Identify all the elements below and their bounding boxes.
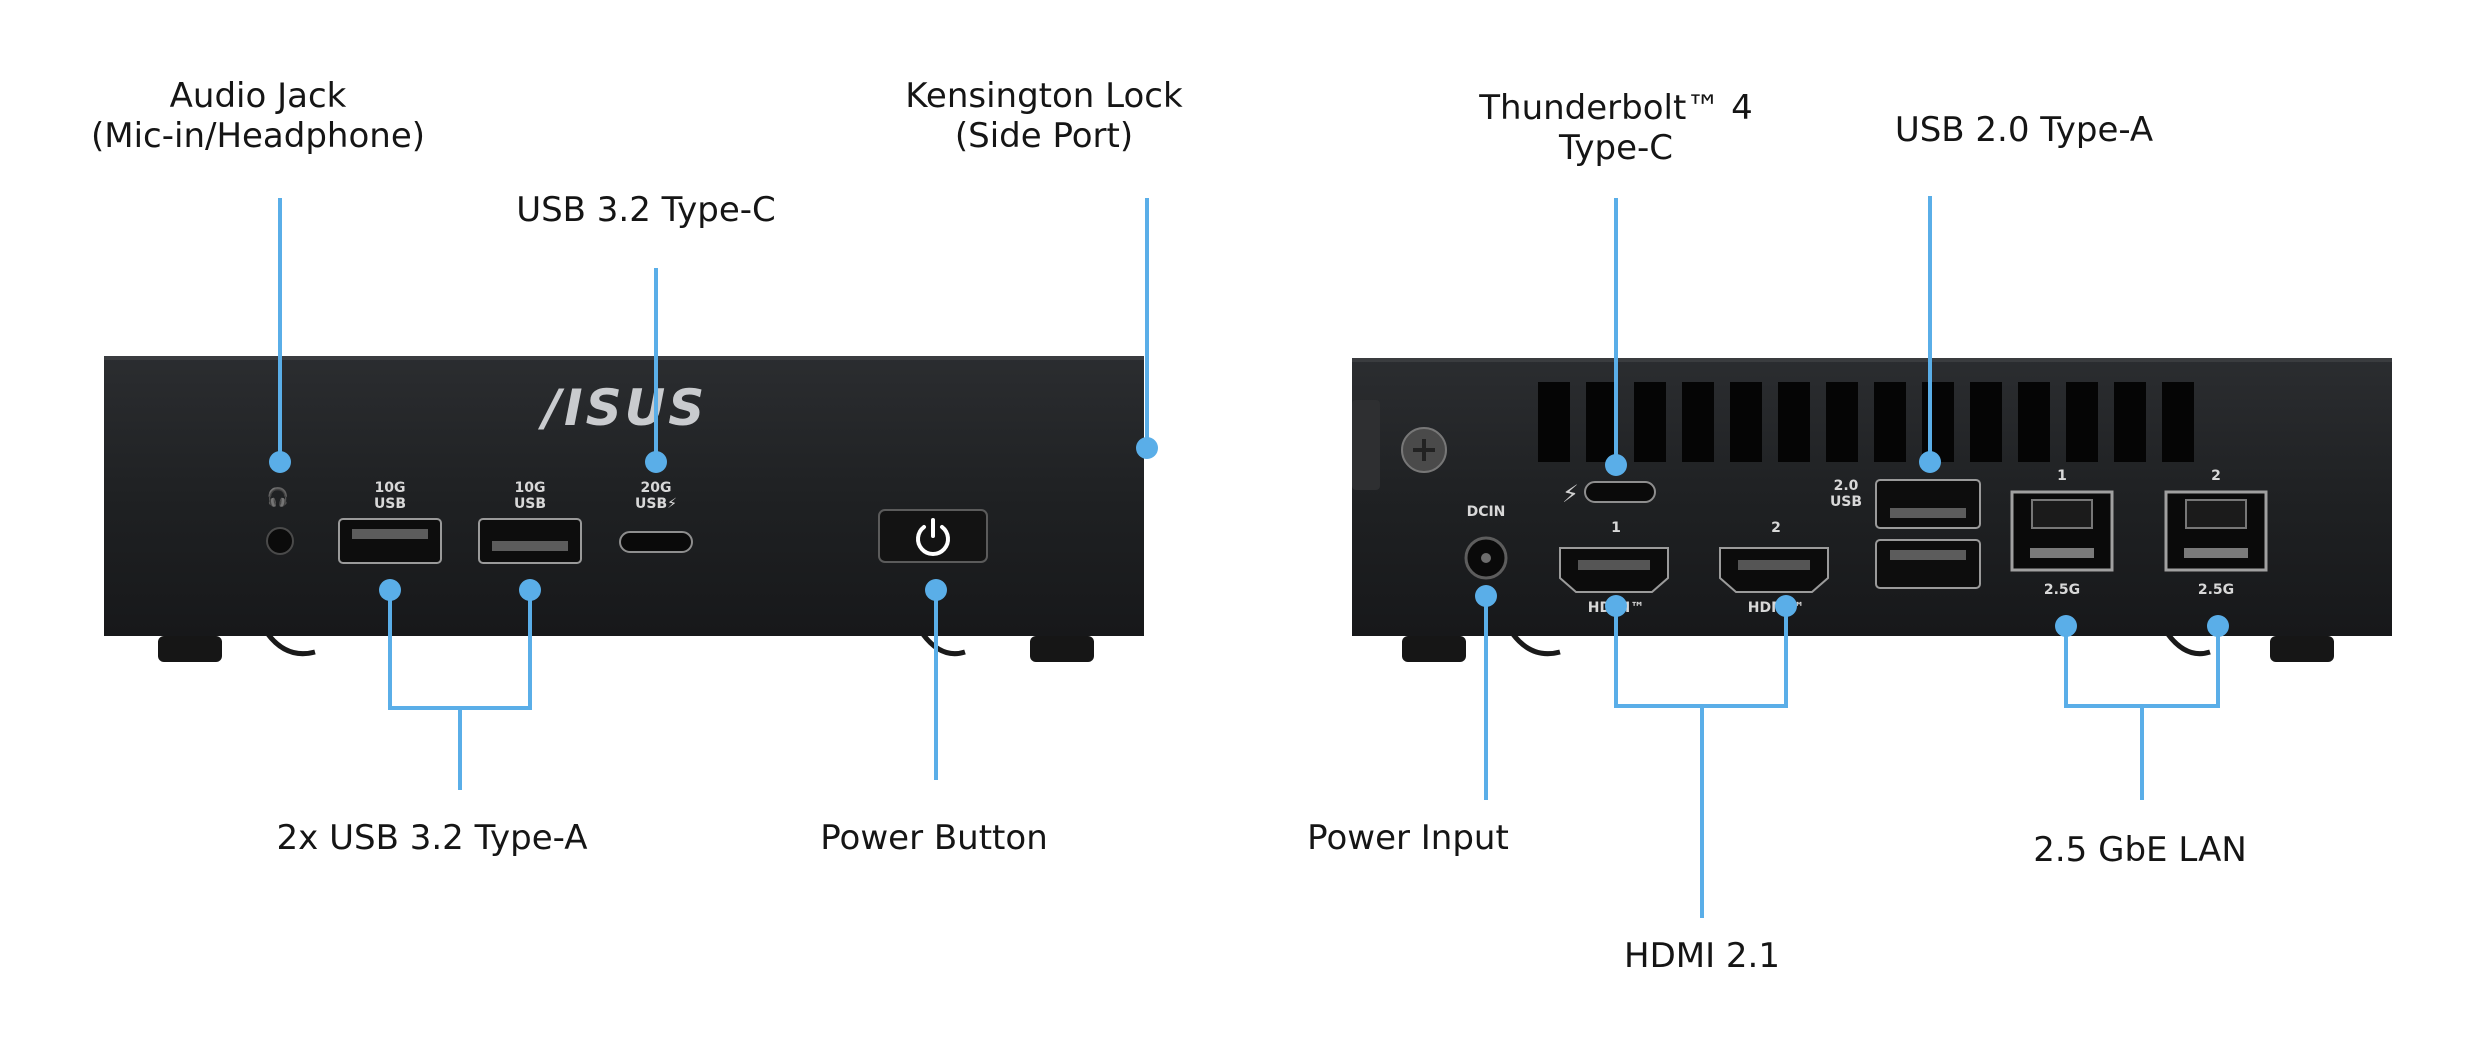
dot-lan-2	[2207, 615, 2229, 637]
dc-in-port: DCIN	[1464, 504, 1508, 580]
thunderbolt-icon: ⚡	[1562, 480, 1579, 508]
usb2-name: USB	[1830, 494, 1862, 510]
dot-thunderbolt	[1605, 454, 1627, 476]
dot-usb-a-1	[379, 579, 401, 601]
label-kensington: Kensington Lock (Side Port)	[905, 76, 1182, 156]
rear-top-edge	[1352, 358, 2392, 362]
lan-port-1: 1 2.5G	[2010, 468, 2114, 598]
rear-vents	[1538, 382, 2194, 462]
usb-a-port-2: 10G USB	[478, 480, 582, 564]
label-thunderbolt: Thunderbolt™ 4 Type-C	[1479, 88, 1753, 168]
thunderbolt-port: ⚡	[1562, 480, 1656, 508]
rear-foot-right	[2270, 636, 2334, 662]
callout-dots	[269, 437, 2229, 637]
usb-a-1-speed: 10G	[375, 480, 406, 496]
callout-lan	[2064, 626, 2220, 800]
dot-usb-c	[645, 451, 667, 473]
usb-a-1-name: USB	[374, 496, 406, 512]
dcin-label: DCIN	[1467, 504, 1506, 520]
label-thunderbolt-line-1: Thunderbolt™ 4	[1479, 88, 1753, 128]
label-lan: 2.5 GbE LAN	[2033, 830, 2247, 870]
label-kensington-line-2: (Side Port)	[954, 116, 1134, 156]
label-audio-jack: Audio Jack (Mic-in/Headphone)	[91, 76, 425, 156]
hdmi-2-number: 2	[1771, 520, 1781, 536]
usb-a-port-1: 10G USB	[338, 480, 442, 564]
headphone-icon: 🎧	[267, 486, 289, 508]
usb-a-2-name: USB	[514, 496, 546, 512]
front-foot-left	[158, 636, 222, 662]
rear-view: ⚡ DCIN 1 HDMI™ 2 HDMI™ 2.0 USB	[1352, 358, 2392, 662]
label-hdmi: HDMI 2.1	[1624, 936, 1780, 976]
hdmi-1-number: 1	[1611, 520, 1621, 536]
lan-port-2: 2 2.5G	[2164, 468, 2268, 598]
label-power-input: Power Input	[1307, 818, 1509, 858]
label-usb-a-front: 2x USB 3.2 Type-A	[276, 818, 588, 858]
rear-foot-left	[1402, 636, 1466, 662]
callout-lines	[278, 196, 2220, 918]
label-power-button: Power Button	[820, 818, 1048, 858]
power-icon	[916, 525, 950, 556]
front-foot-right	[1030, 636, 1094, 662]
callout-hdmi	[1614, 606, 1788, 918]
dot-kensington	[1136, 437, 1158, 459]
lan-2-number: 2	[2211, 468, 2221, 484]
usb-c-speed: 20G	[641, 480, 672, 496]
usb2-version: 2.0	[1834, 478, 1859, 494]
label-kensington-line-1: Kensington Lock	[905, 76, 1183, 116]
side-hinge	[1352, 400, 1380, 490]
label-usb2: USB 2.0 Type-A	[1894, 110, 2154, 150]
label-audio-jack-line-1: Audio Jack	[169, 76, 347, 116]
dot-usb-a-2	[519, 579, 541, 601]
lan-1-number: 1	[2057, 468, 2067, 484]
usb2-ports: 2.0 USB	[1830, 478, 1981, 589]
lan-1-speed: 2.5G	[2044, 582, 2080, 598]
callout-usb-a	[388, 590, 532, 790]
dot-audio	[269, 451, 291, 473]
label-thunderbolt-line-2: Type-C	[1558, 128, 1674, 168]
front-chassis	[104, 356, 1144, 636]
dot-usb2	[1919, 451, 1941, 473]
front-top-edge	[104, 356, 1144, 360]
dot-hdmi-2	[1775, 595, 1797, 617]
hdmi-port-2: 2 HDMI™	[1719, 520, 1829, 616]
usb-c-port-front: 20G USB⚡	[619, 480, 693, 553]
label-audio-jack-line-2: (Mic-in/Headphone)	[90, 116, 426, 156]
dot-lan-1	[2055, 615, 2077, 637]
usb-a-2-speed: 10G	[515, 480, 546, 496]
audio-jack: 🎧	[266, 486, 294, 555]
dot-hdmi-1	[1605, 595, 1627, 617]
dot-power-input	[1475, 585, 1497, 607]
power-button	[878, 509, 988, 563]
usb-c-name: USB⚡	[635, 496, 677, 512]
front-view: /ISUS 🎧 10G USB 10G USB 20G USB⚡	[104, 356, 1144, 662]
label-usb-c-front: USB 3.2 Type-C	[516, 190, 776, 230]
lan-2-speed: 2.5G	[2198, 582, 2234, 598]
brand-logo: /ISUS	[538, 379, 708, 437]
dot-power-button	[925, 579, 947, 601]
